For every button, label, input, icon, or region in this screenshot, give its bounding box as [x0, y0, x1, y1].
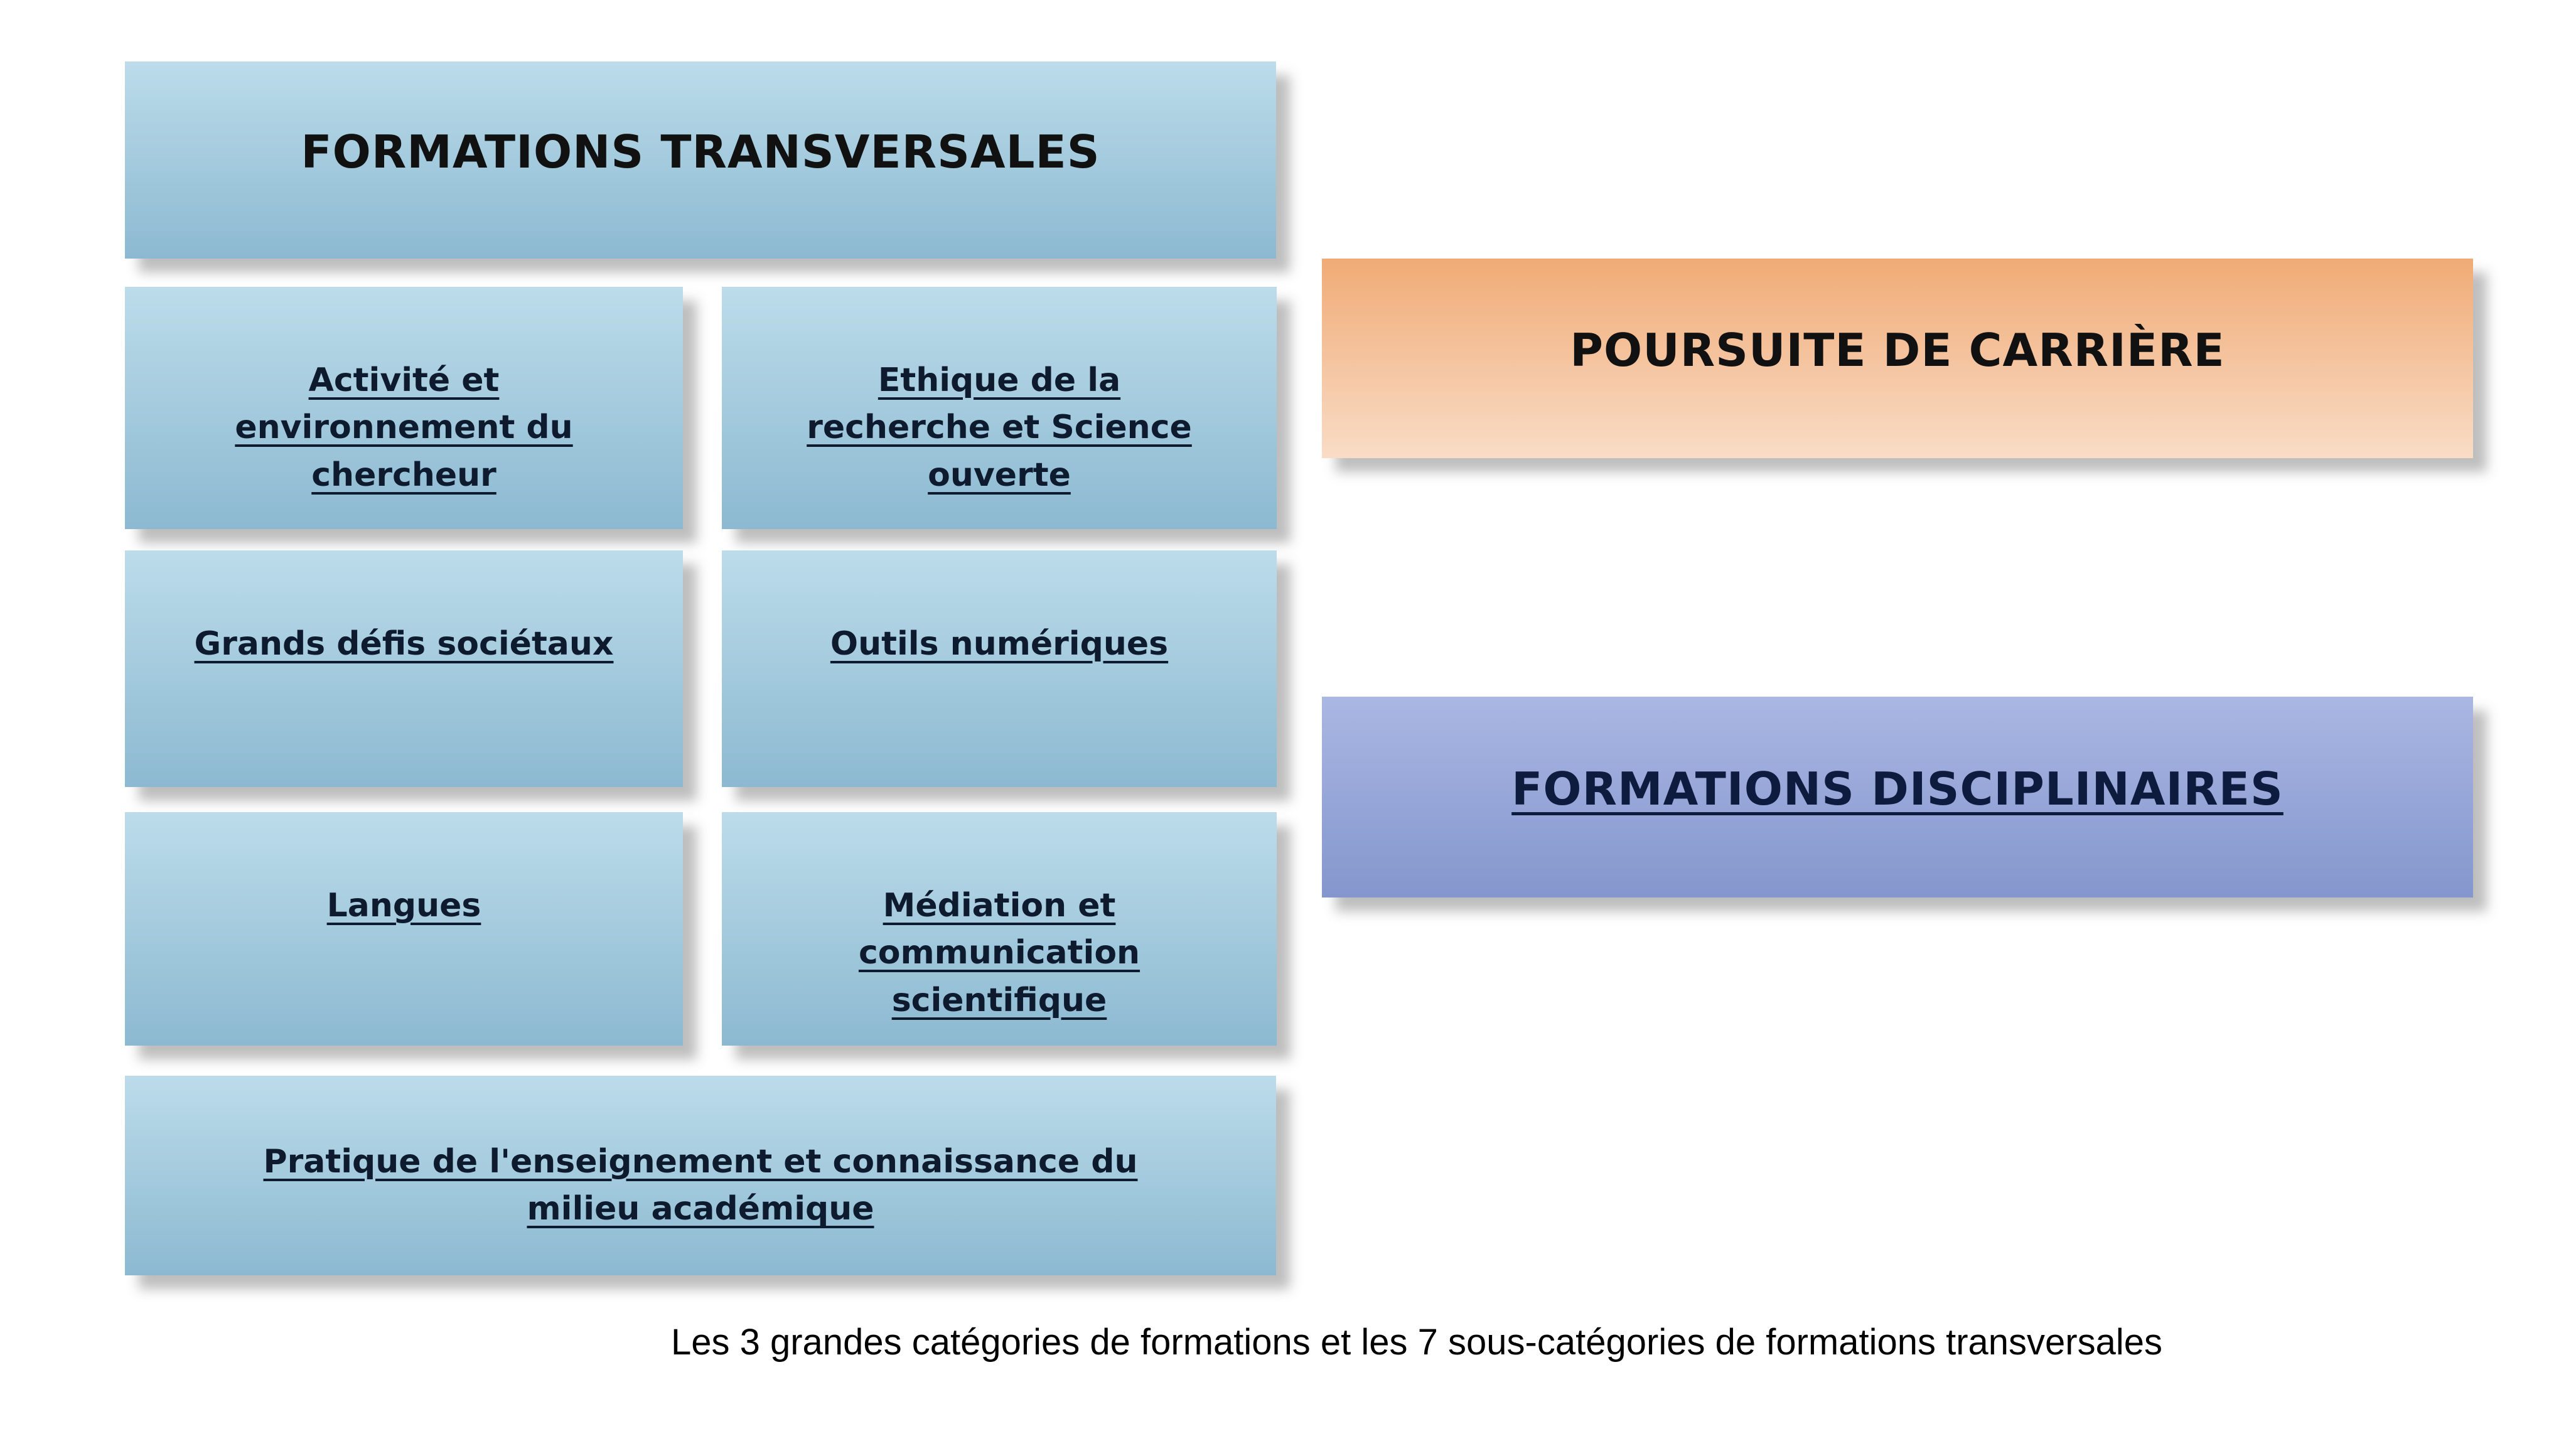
subcat-label: Pratique de l'enseignement et connaissan… [263, 1143, 1138, 1228]
formations-transversales-title: FORMATIONS TRANSVERSALES [301, 126, 1100, 178]
subcat-label: Grands défis sociétaux [194, 625, 614, 663]
poursuite-carriere-box: POURSUITE DE CARRIÈRE [1322, 259, 2473, 458]
subcat-grands-defis-societaux: Grands défis sociétaux [125, 550, 683, 787]
poursuite-carriere-title: POURSUITE DE CARRIÈRE [1570, 324, 2225, 377]
subcat-label: Outils numériques [830, 625, 1169, 663]
subcat-outils-numeriques: Outils numériques [722, 550, 1277, 787]
subcat-langues: Langues [125, 812, 683, 1046]
formations-disciplinaires-title: FORMATIONS DISCIPLINAIRES [1511, 763, 2284, 815]
figure-caption: Les 3 grandes catégories de formations e… [670, 1322, 2163, 1363]
subcat-activite-environnement-chercheur: Activité et environnement du chercheur [125, 287, 683, 529]
subcat-mediation-communication-scientifique: Médiation et communication scientifique [722, 812, 1277, 1046]
subcat-label: Langues [326, 887, 481, 924]
subcat-label: Activité et environnement du chercheur [235, 362, 573, 494]
subcat-pratique-enseignement-milieu-academique: Pratique de l'enseignement et connaissan… [125, 1076, 1276, 1275]
formations-transversales-header-box: FORMATIONS TRANSVERSALES [125, 62, 1276, 259]
subcat-ethique-science-ouverte: Ethique de la recherche et Science ouver… [722, 287, 1277, 529]
formations-disciplinaires-box: FORMATIONS DISCIPLINAIRES [1322, 697, 2473, 898]
subcat-label: Médiation et communication scientifique [858, 887, 1140, 1019]
subcat-label: Ethique de la recherche et Science ouver… [807, 362, 1192, 494]
